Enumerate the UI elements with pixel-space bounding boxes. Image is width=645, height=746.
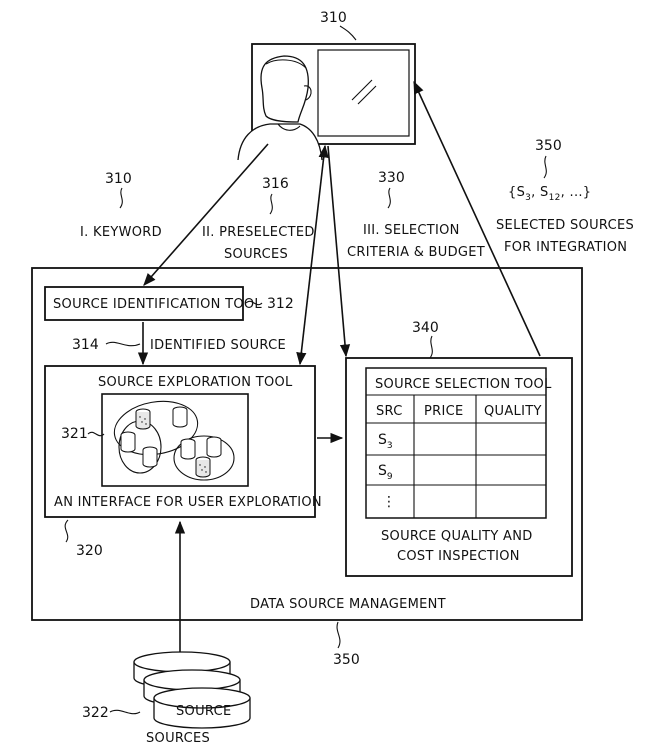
table-header-src: SRC (376, 404, 403, 419)
table-row-src: S3 (378, 432, 393, 451)
user-ear (303, 85, 312, 101)
source-identification-tool-box (44, 286, 244, 321)
data-source-management-label: DATA SOURCE MANAGEMENT (250, 597, 446, 612)
source-exploration-tool-label: SOURCE EXPLORATION TOOL (98, 375, 293, 390)
user-head (260, 55, 309, 123)
data-source-management-ref: 350 (333, 652, 360, 668)
sources-disk-stack (133, 651, 251, 729)
source-identification-tool-label: SOURCE IDENTIFICATION TOOL (53, 297, 262, 312)
selected-ref: 350 (535, 138, 562, 154)
keyword-label: I. KEYWORD (80, 225, 162, 240)
user-shoulders (237, 123, 323, 161)
selection-ref: 340 (412, 320, 439, 336)
selection-table-title: SOURCE SELECTION TOOL (375, 377, 552, 392)
monitor-user-illustration (237, 43, 416, 161)
identified-source-label: IDENTIFIED SOURCE (150, 338, 286, 353)
selection-criteria-arrow (327, 145, 351, 358)
source-identification-ref: 312 (267, 296, 294, 312)
selected-label-line1: SELECTED SOURCES (496, 218, 634, 233)
monitor-ref: 310 (320, 10, 347, 26)
selected-sources-set: {S3, S12, ...} (508, 185, 591, 203)
table-header-price: PRICE (424, 404, 464, 419)
criteria-ref: 330 (378, 170, 405, 186)
table-header-quality: QUALITY (484, 404, 542, 419)
exploration-ref: 320 (76, 543, 103, 559)
preselected-label-line2: SOURCES (224, 247, 288, 262)
source-cluster-graphic (113, 400, 235, 481)
preselected-sources-arrow (296, 144, 329, 366)
table-row-src: ⋮ (382, 494, 396, 510)
cluster-ref: 321 (61, 426, 88, 442)
selection-caption-line1: SOURCE QUALITY AND (381, 529, 533, 544)
selected-sources-arrow (413, 80, 541, 357)
sources-ref: 322 (82, 705, 109, 721)
svg-text:{S3, S12, ...}: {S3, S12, ...} (508, 185, 591, 203)
table-row-src: S9 (378, 463, 393, 482)
sources-disk-label: SOURCE (176, 704, 231, 719)
preselected-label-line1: II. PRESELECTED (202, 225, 315, 240)
monitor-screen (317, 49, 410, 137)
screen-glare (351, 79, 377, 105)
user-exploration-interface-label: AN INTERFACE FOR USER EXPLORATION (54, 495, 322, 510)
criteria-label-line1: III. SELECTION (363, 223, 460, 238)
source-selection-table: SOURCE SELECTION TOOL SRC PRICE QUALITY … (365, 367, 552, 519)
selection-caption-line2: COST INSPECTION (397, 549, 520, 564)
preselected-ref: 316 (262, 176, 289, 192)
selected-label-line2: FOR INTEGRATION (504, 240, 627, 255)
sources-label: SOURCES (146, 731, 210, 746)
criteria-label-line2: CRITERIA & BUDGET (347, 245, 485, 260)
keyword-ref: 310 (105, 171, 132, 187)
keyword-arrow (143, 143, 269, 286)
identified-source-ref: 314 (72, 337, 99, 353)
